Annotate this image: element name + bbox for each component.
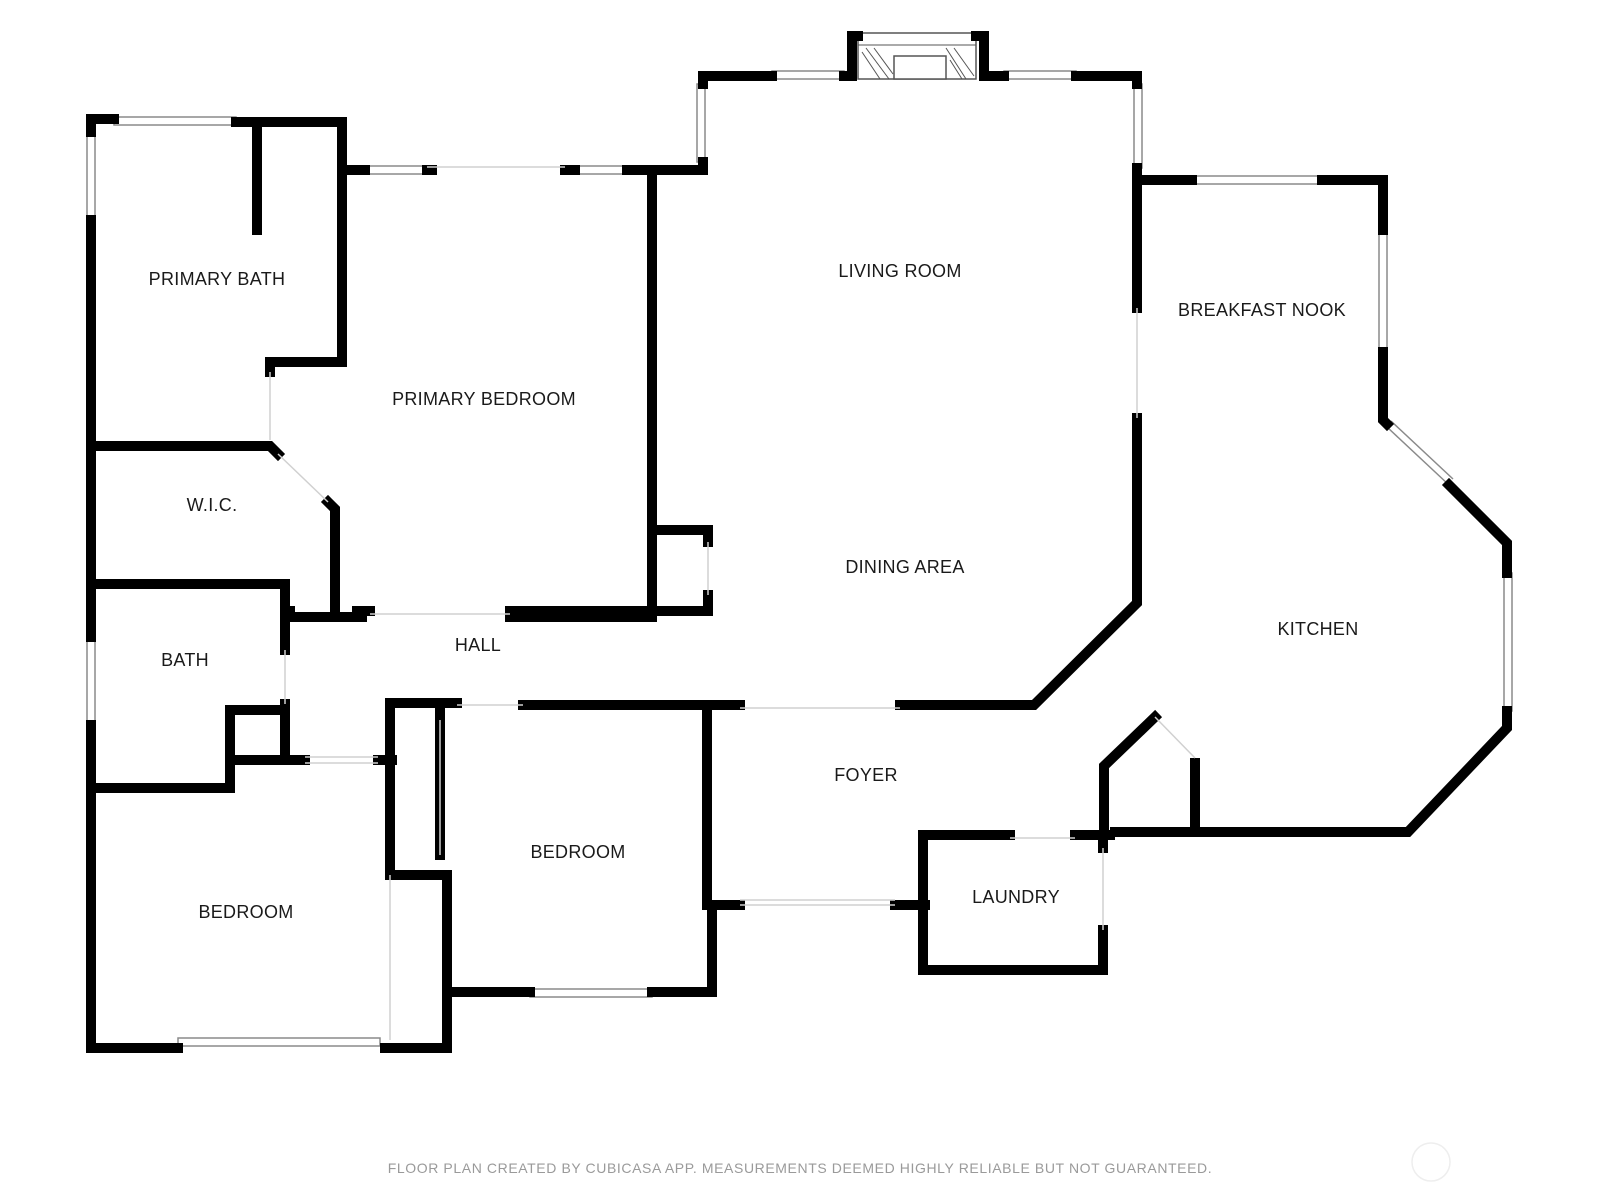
window-kitchen-diagonal-a: [1386, 426, 1450, 486]
room-label-bedroom-left: BEDROOM: [198, 902, 293, 922]
window-living-top-left: [771, 70, 845, 80]
watermark-logo: [1411, 1142, 1451, 1182]
window-primary-bed-top-right: [574, 165, 628, 175]
room-label-kitchen: KITCHEN: [1277, 619, 1358, 639]
room-labels: PRIMARY BATH PRIMARY BEDROOM W.I.C. BATH…: [149, 261, 1359, 922]
window-kitchen-right: [1503, 572, 1513, 712]
walls: [86, 31, 1512, 1053]
room-label-primary-bath: PRIMARY BATH: [149, 269, 286, 289]
window-living-right: [1133, 83, 1143, 169]
room-label-hall: HALL: [455, 635, 501, 655]
room-label-dining-area: DINING AREA: [845, 557, 964, 577]
window-nook-top: [1191, 175, 1323, 185]
room-label-bath: BATH: [161, 650, 209, 670]
room-label-wic: W.I.C.: [187, 495, 238, 515]
window-bedroom-center-bottom: [529, 988, 653, 998]
room-label-breakfast-nook: BREAKFAST NOOK: [1178, 300, 1346, 320]
room-label-foyer: FOYER: [834, 765, 898, 785]
window-living-top-right: [1003, 70, 1077, 80]
room-label-bedroom-center: BEDROOM: [530, 842, 625, 862]
disclaimer-footer: FLOOR PLAN CREATED BY CUBICASA APP. MEAS…: [387, 1160, 1213, 1176]
window-bedroom-left-bottom: [177, 1037, 381, 1047]
window-primary-bath-left: [86, 131, 96, 221]
fireplace-firebox: [893, 55, 947, 80]
window-living-left: [696, 83, 706, 163]
room-label-living-room: LIVING ROOM: [838, 261, 961, 281]
window-nook-right: [1378, 229, 1388, 353]
window-bath-left: [86, 636, 96, 726]
openings: [269, 166, 1196, 1040]
window-primary-bath-top: [113, 116, 237, 126]
window-kitchen-diagonal-b: [1390, 420, 1454, 480]
window-primary-bed-top-left: [364, 165, 428, 175]
room-label-primary-bedroom: PRIMARY BEDROOM: [392, 389, 576, 409]
room-label-laundry: LAUNDRY: [972, 887, 1060, 907]
fireplace: [857, 32, 977, 80]
